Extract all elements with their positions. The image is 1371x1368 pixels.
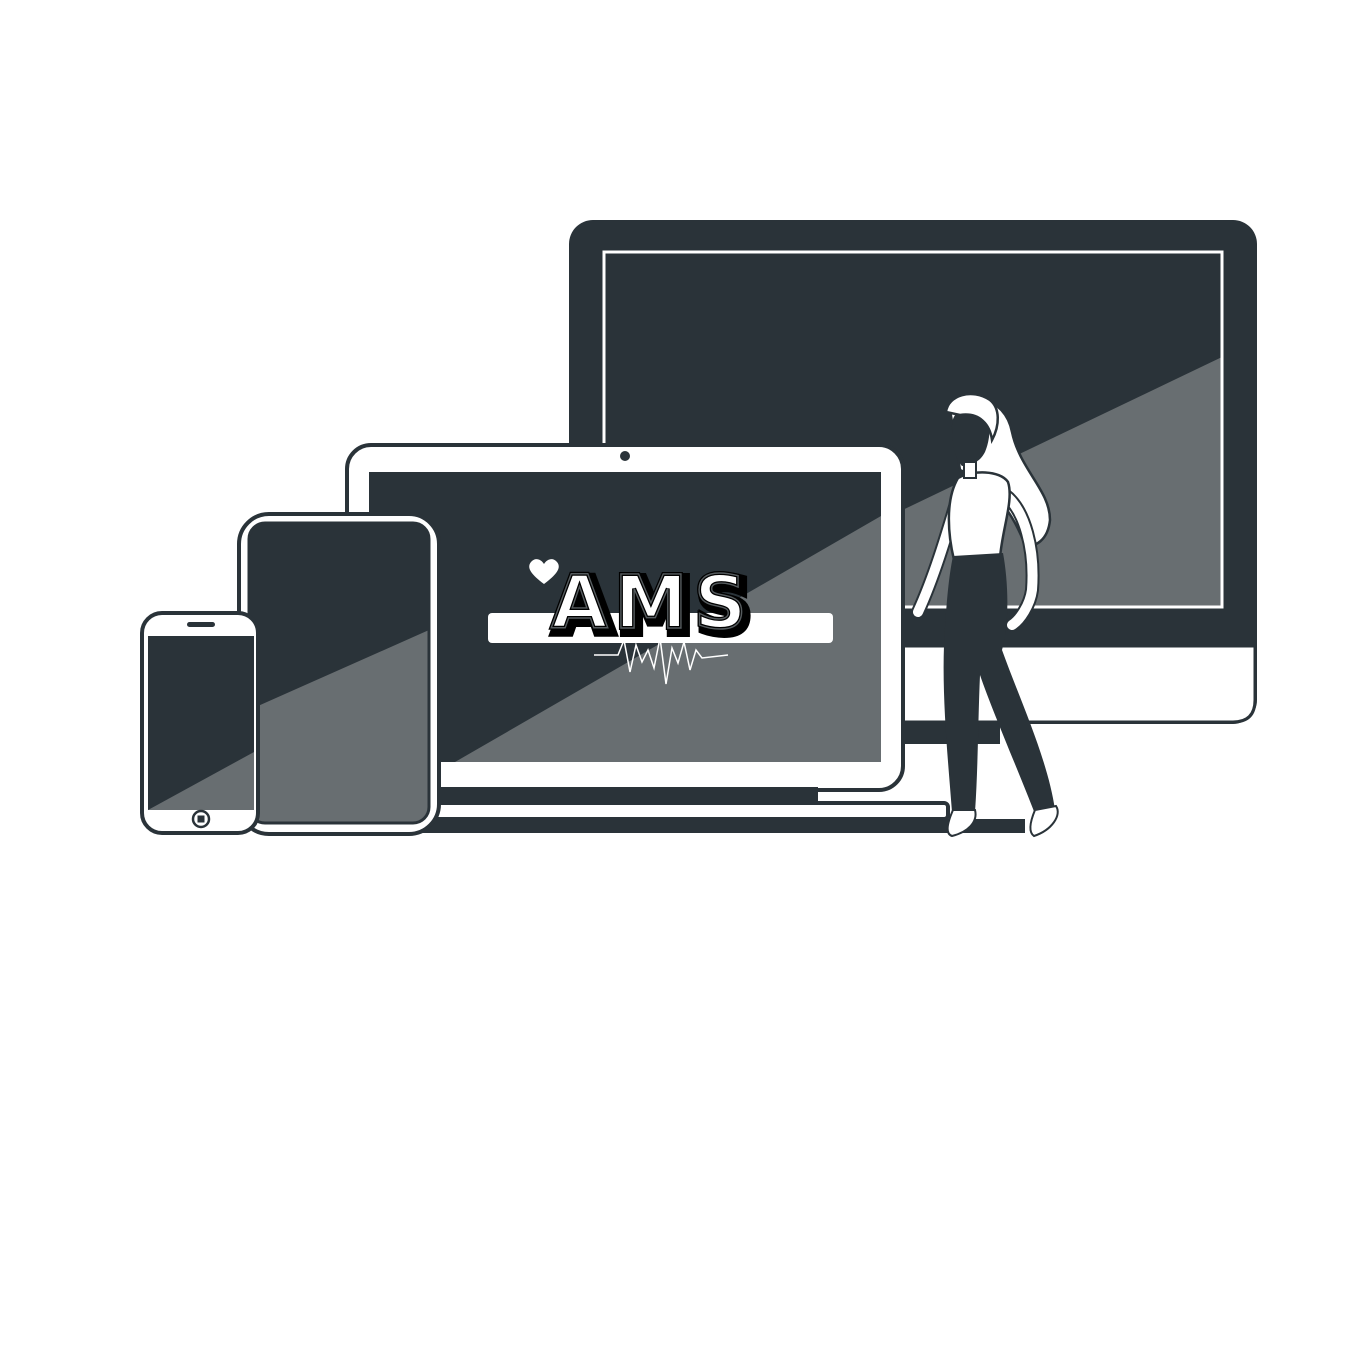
standing-woman	[911, 392, 1059, 838]
logo-text-shadow: AMS	[555, 564, 757, 650]
speaker-icon	[187, 622, 215, 627]
home-button-icon	[191, 809, 211, 829]
logo-text: AMS	[551, 560, 753, 646]
heart-icon	[529, 559, 559, 584]
ams-logo: AMS AMS AMS	[488, 558, 833, 685]
webcam-icon	[620, 451, 630, 461]
tablet	[237, 512, 441, 836]
logo-text-inline: AMS	[551, 560, 753, 646]
smartphone	[140, 611, 260, 835]
heartbeat-line-icon	[594, 637, 729, 685]
logo-bar	[488, 613, 833, 643]
